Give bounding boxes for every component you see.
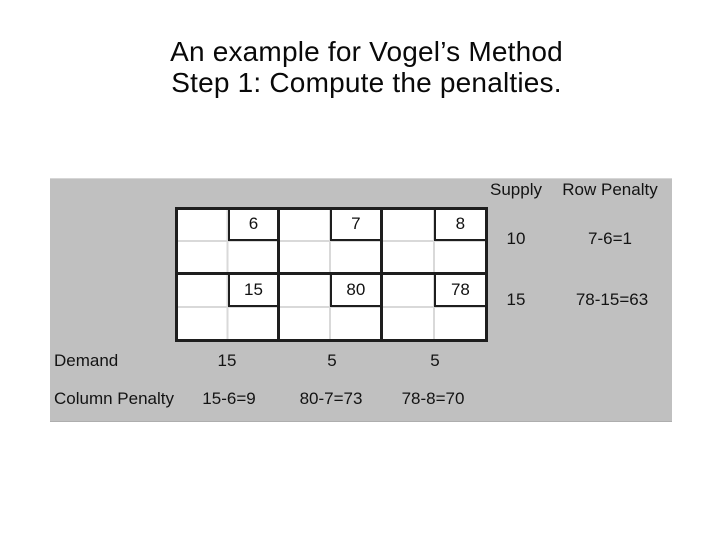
table-cell-r1c2: 7 [280,210,383,275]
cost-value: 15 [244,279,263,299]
row-penalty-header: Row Penalty [562,180,658,199]
slide-title: An example for Vogel’s Method Step 1: Co… [0,36,720,98]
demand-value-col2: 5 [327,351,337,370]
row-penalty-value-row2: 78-15=63 [575,290,649,309]
cost-value: 80 [346,279,366,299]
supply-value-row2: 15 [506,290,526,309]
cost-box-r1c1: 6 [227,210,278,241]
demand-label: Demand [54,351,119,370]
cost-value: 6 [248,214,259,234]
cost-box-r1c3: 8 [433,210,485,241]
transportation-table: 6 7 8 15 80 [175,207,488,342]
column-penalty-value-col3: 78-8=70 [401,389,465,408]
table-cell-r1c1: 6 [178,210,281,275]
table-cell-r2c1: 15 [178,274,281,339]
cost-box-r1c2: 7 [330,210,380,241]
cost-box-r2c1: 15 [227,274,278,307]
cost-box-r2c2: 80 [330,274,380,307]
title-line-2: Step 1: Compute the penalties. [171,67,562,98]
column-penalty-label: Column Penalty [54,389,175,408]
supply-header: Supply [490,180,542,199]
cost-value: 78 [450,279,470,299]
table-cell-r2c3: 78 [382,274,485,339]
demand-value-col1: 15 [217,351,237,370]
cost-value: 8 [455,214,466,234]
cost-box-r2c3: 78 [433,274,485,307]
cost-value: 7 [351,214,361,234]
table-cell-r2c2: 80 [280,274,383,339]
row-penalty-value-row1: 7-6=1 [588,229,632,248]
tableau-panel: Supply Row Penalty 6 7 8 15 [50,178,672,422]
supply-value-row1: 10 [506,229,526,248]
demand-value-col3: 5 [430,351,440,370]
column-penalty-value-col1: 15-6=9 [202,389,256,408]
column-penalty-value-col2: 80-7=73 [299,389,363,408]
table-cell-r1c3: 8 [382,210,485,275]
title-line-1: An example for Vogel’s Method [170,36,563,67]
